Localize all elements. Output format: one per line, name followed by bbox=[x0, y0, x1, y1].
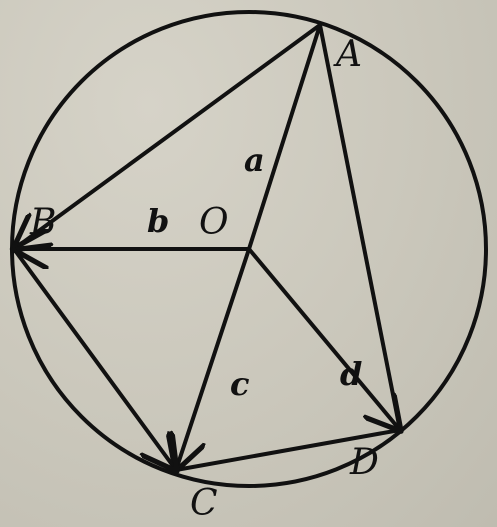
label-vector-a: a bbox=[244, 141, 265, 179]
vector-bc-arrow bbox=[12, 247, 176, 470]
vector-c-arrow bbox=[176, 247, 251, 470]
label-vector-c: c bbox=[230, 365, 249, 403]
vector-ab-arrow bbox=[14, 23, 322, 249]
label-point-c: C bbox=[190, 483, 218, 524]
label-point-b: B bbox=[29, 202, 56, 243]
side-ad bbox=[318, 23, 402, 432]
vector-d-arrow bbox=[247, 247, 400, 430]
label-vector-b: b bbox=[147, 202, 169, 240]
vector-a-line bbox=[247, 23, 322, 251]
label-point-o: O bbox=[199, 202, 229, 243]
label-point-a: A bbox=[333, 34, 362, 75]
side-dc bbox=[174, 428, 402, 472]
label-vector-d: d bbox=[340, 355, 362, 393]
label-point-d: D bbox=[349, 442, 379, 483]
